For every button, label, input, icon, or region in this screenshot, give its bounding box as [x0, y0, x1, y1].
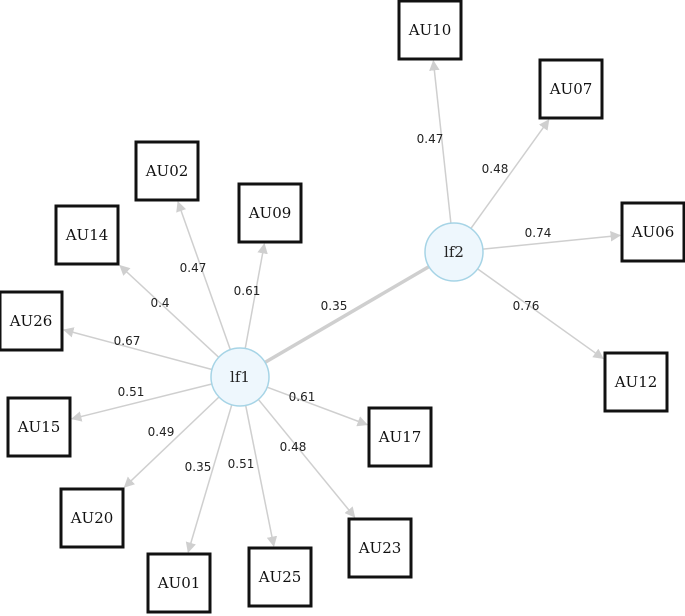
indicator-box — [603, 351, 669, 413]
indicator-box — [367, 406, 433, 468]
edge-lf2-AU07 — [470, 119, 550, 229]
indicator-node-au09[interactable]: AU09 — [237, 182, 303, 244]
factor-label: lf2 — [444, 243, 464, 261]
edge-label-lf2-AU07: 0.48 — [482, 162, 509, 176]
edge-label-lf1-AU15: 0.51 — [118, 385, 145, 399]
edge-label-lf2-AU12: 0.76 — [513, 299, 540, 313]
indicator-node-au14[interactable]: AU14 — [54, 204, 120, 266]
edge-lf1-AU25 — [244, 405, 278, 548]
indicator-box — [237, 182, 303, 244]
indicator-node-au10[interactable]: AU10 — [397, 0, 463, 61]
edge-label-lf1-AU23: 0.48 — [280, 440, 307, 454]
edge-lf1-AU14 — [119, 264, 220, 358]
indicator-box — [134, 140, 200, 202]
edge-lf1-AU17 — [266, 386, 368, 427]
indicator-label: AU14 — [65, 226, 109, 244]
edge-labels-layer: 0.35 0.47 0.61 0.4 0.67 0.51 0.49 0.35 0.51 0.48 0… — [114, 132, 552, 474]
edge-label-lf1-AU26: 0.67 — [114, 334, 141, 348]
indicator-label: AU25 — [258, 568, 302, 586]
factor-node-lf2[interactable]: lf2 — [424, 222, 484, 282]
edge-lf1-lf2 — [264, 265, 430, 364]
edge-lf1-AU23 — [257, 398, 356, 518]
indicator-label: AU26 — [9, 312, 53, 330]
indicator-box — [6, 396, 72, 458]
indicator-label: AU20 — [70, 509, 114, 527]
edge-lf1-AU15 — [70, 383, 213, 422]
indicator-node-au01[interactable]: AU01 — [146, 552, 212, 614]
indicator-box — [0, 290, 64, 352]
edges-layer — [62, 59, 622, 554]
indicator-node-au15[interactable]: AU15 — [6, 396, 72, 458]
edge-lf2-AU06 — [482, 231, 622, 250]
edge-lf1-AU01 — [185, 404, 233, 554]
factor-node-lf1[interactable]: lf1 — [210, 347, 270, 407]
edge-label-lf1-AU01: 0.35 — [185, 460, 212, 474]
edge-label-lf1-lf2: 0.35 — [321, 299, 348, 313]
indicator-box — [538, 58, 604, 120]
edge-label-lf1-AU02: 0.47 — [180, 261, 207, 275]
edge-label-lf1-AU17: 0.61 — [289, 390, 316, 404]
indicator-box — [620, 201, 685, 263]
indicator-box — [59, 487, 125, 549]
indicator-label: AU01 — [157, 574, 201, 592]
indicator-node-au25[interactable]: AU25 — [247, 546, 313, 608]
edge-label-lf1-AU09: 0.61 — [234, 284, 261, 298]
edge-label-lf1-AU20: 0.49 — [148, 425, 175, 439]
indicator-label: AU23 — [358, 539, 402, 557]
edge-label-lf2-AU10: 0.47 — [417, 132, 444, 146]
factor-circle — [424, 222, 484, 282]
indicator-label: AU12 — [614, 373, 658, 391]
edge-lf2-AU10 — [429, 59, 452, 224]
edge-lf2-AU12 — [477, 268, 604, 360]
edge-label-lf2-AU06: 0.74 — [525, 226, 552, 240]
edge-label-lf1-AU25: 0.51 — [228, 457, 255, 471]
indicator-node-au23[interactable]: AU23 — [347, 517, 413, 579]
indicator-label: AU15 — [17, 418, 61, 436]
indicator-label: AU10 — [408, 21, 452, 39]
indicator-label: AU07 — [549, 80, 593, 98]
indicator-label: AU02 — [145, 162, 189, 180]
indicator-node-au02[interactable]: AU02 — [134, 140, 200, 202]
indicator-node-au26[interactable]: AU26 — [0, 290, 64, 352]
edge-label-lf1-AU14: 0.4 — [150, 296, 169, 310]
indicator-node-au20[interactable]: AU20 — [59, 487, 125, 549]
indicator-box — [397, 0, 463, 61]
indicator-node-au12[interactable]: AU12 — [603, 351, 669, 413]
indicator-box — [54, 204, 120, 266]
indicator-box — [146, 552, 212, 614]
indicator-node-au17[interactable]: AU17 — [367, 406, 433, 468]
indicator-box — [247, 546, 313, 608]
edge-lf1-AU20 — [123, 396, 220, 488]
edge-lf1-AU02 — [176, 201, 232, 350]
edge-lf1-AU09 — [244, 242, 268, 349]
edge-lf1-AU26 — [62, 327, 213, 371]
factor-label: lf1 — [230, 368, 250, 386]
indicator-box — [347, 517, 413, 579]
indicator-node-au06[interactable]: AU06 — [620, 201, 685, 263]
indicator-label: AU09 — [248, 204, 292, 222]
indicator-label: AU17 — [378, 428, 422, 446]
factor-circle — [210, 347, 270, 407]
indicator-node-au07[interactable]: AU07 — [538, 58, 604, 120]
indicator-label: AU06 — [631, 223, 675, 241]
